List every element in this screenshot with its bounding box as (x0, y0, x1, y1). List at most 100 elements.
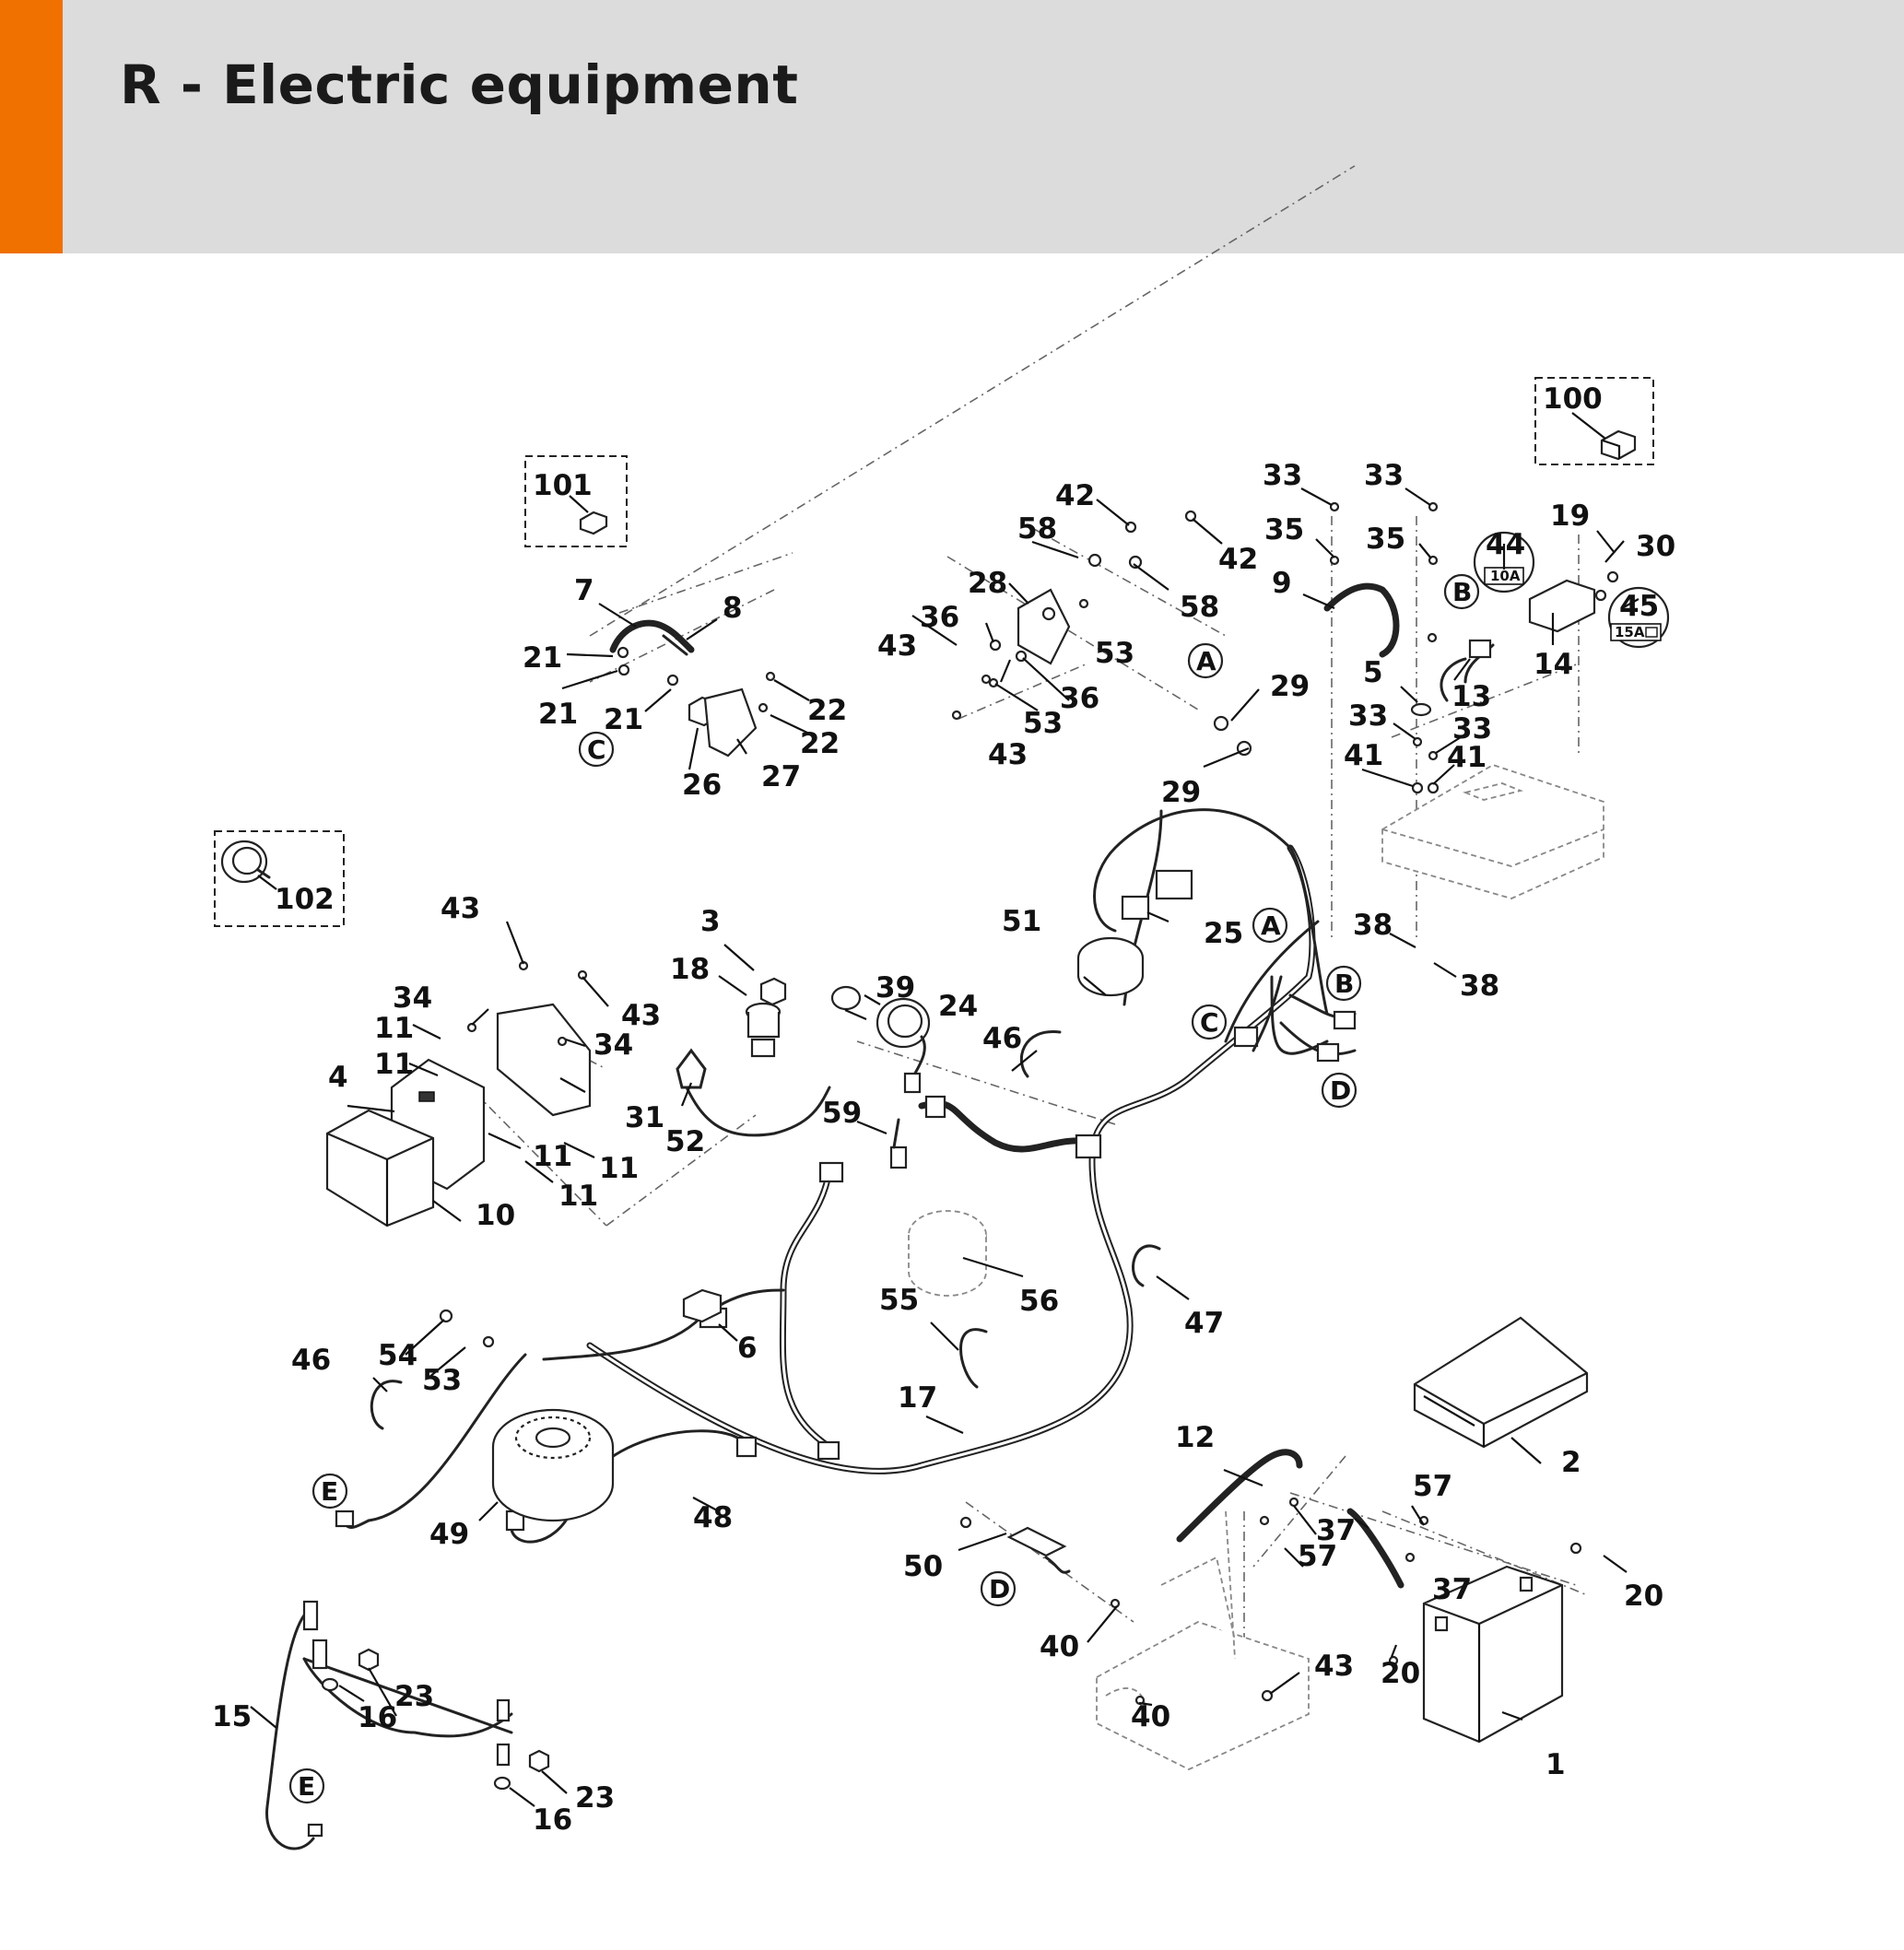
ref-a-harness: A (1261, 910, 1281, 941)
callout-50: 50 (903, 1550, 943, 1583)
part-52-seat-switch-harness (676, 1048, 831, 1137)
callout-26: 26 (682, 769, 722, 802)
callout-19: 19 (1550, 499, 1590, 533)
callout-49: 49 (429, 1518, 469, 1551)
callout-44: 44 (1486, 528, 1525, 561)
callout-1: 1 (1546, 1748, 1566, 1781)
callout-46-a: 46 (982, 1022, 1022, 1055)
part-46-circlip-upper (1019, 1030, 1062, 1078)
callout-36-b: 36 (1060, 682, 1099, 715)
callout-35-b: 35 (1366, 523, 1405, 556)
callout-33-d: 33 (1452, 712, 1492, 746)
callout-27: 27 (761, 760, 801, 793)
callout-33-b: 33 (1364, 459, 1404, 492)
callout-3: 3 (700, 905, 721, 938)
callout-43-a: 43 (441, 892, 480, 925)
part-50-40-bolt-connector (1006, 1526, 1071, 1574)
callout-16-a: 16 (358, 1701, 397, 1734)
fuse-45-rating: 15A (1615, 624, 1645, 640)
part-51-buzzer (1076, 936, 1145, 997)
callout-33-c: 33 (1348, 699, 1388, 733)
callout-2: 2 (1561, 1446, 1581, 1479)
callout-21-a: 21 (523, 641, 562, 675)
part-46-circlip-lower (370, 1380, 403, 1430)
callout-36-a: 36 (920, 601, 959, 634)
harness-connectors (699, 869, 1357, 1461)
callout-43-c: 43 (877, 629, 917, 663)
callout-41-b: 41 (1447, 741, 1487, 774)
callout-34-a: 34 (393, 981, 432, 1015)
callout-100: 100 (1543, 382, 1603, 416)
part-31-mounting-plate (496, 1003, 592, 1117)
header-accent-bar (0, 0, 63, 253)
callout-53-a: 53 (1095, 637, 1134, 670)
page-title: R - Electric equipment (120, 53, 799, 116)
callout-102: 102 (275, 883, 335, 916)
ref-c-upper: C (587, 734, 606, 765)
callout-25: 25 (1204, 917, 1243, 950)
callout-7: 7 (574, 574, 594, 607)
option-box-102 (214, 830, 345, 927)
callout-23-b: 23 (575, 1781, 615, 1815)
callout-6: 6 (737, 1332, 758, 1365)
part-28-seat-bracket (1017, 588, 1071, 665)
callout-23-a: 23 (394, 1680, 434, 1713)
callout-34-b: 34 (594, 1028, 633, 1062)
callout-53-c: 53 (422, 1364, 462, 1397)
callout-22-a: 22 (807, 694, 847, 727)
part-47-circlip (1132, 1244, 1161, 1287)
callout-17: 17 (898, 1381, 937, 1415)
callout-45: 45 (1619, 590, 1659, 623)
callout-56: 56 (1019, 1285, 1059, 1318)
part-18-ignition-switch (745, 1002, 782, 1058)
part-13-14-fuse-box (1440, 579, 1596, 702)
callout-10: 10 (476, 1199, 515, 1232)
callout-22-b: 22 (800, 727, 840, 760)
callout-11-c: 11 (533, 1140, 572, 1173)
part-2-battery-cover (1413, 1316, 1589, 1449)
ref-e-lower: E (298, 1771, 315, 1802)
callout-43-b: 43 (621, 999, 661, 1032)
callout-57-a: 57 (1413, 1470, 1452, 1503)
part-24-horn (876, 997, 931, 1094)
option-box-100 (1534, 377, 1654, 465)
callout-11-e: 11 (558, 1180, 598, 1213)
callout-29-a: 29 (1270, 670, 1310, 703)
battery-symbol-icon (1645, 627, 1658, 638)
callout-20-b: 20 (1381, 1657, 1420, 1690)
callout-numbers: 100 101 102 1 2 3 4 5 6 7 8 9 10 11 11 1… (212, 382, 1675, 1837)
ref-e-upper: E (321, 1476, 338, 1507)
callout-14: 14 (1534, 648, 1573, 681)
ref-b-harness: B (1334, 969, 1354, 999)
leader-lines (250, 412, 1640, 1807)
reference-letters: A A B B C C D D E E (298, 577, 1472, 1802)
option-box-101 (524, 455, 628, 547)
callout-38-b: 38 (1460, 969, 1499, 1003)
callout-31: 31 (625, 1101, 664, 1134)
callout-9: 9 (1272, 567, 1292, 600)
callout-24: 24 (938, 990, 978, 1023)
callout-41-a: 41 (1344, 739, 1383, 772)
callout-38-a: 38 (1353, 909, 1393, 942)
callout-12: 12 (1175, 1421, 1215, 1454)
callout-55: 55 (879, 1284, 919, 1317)
callout-47: 47 (1184, 1307, 1224, 1340)
callout-11-d: 11 (599, 1152, 639, 1185)
frame-bracket-ghost (1096, 1510, 1310, 1770)
part-12-positive-cable (1176, 1449, 1303, 1543)
callout-58-b: 58 (1180, 591, 1219, 624)
callout-18: 18 (670, 953, 710, 986)
callout-40-a: 40 (1040, 1630, 1079, 1663)
callout-13: 13 (1452, 680, 1491, 713)
callout-30: 30 (1636, 530, 1675, 563)
callout-42-a: 42 (1055, 479, 1095, 512)
callout-8: 8 (723, 592, 743, 625)
callout-58-a: 58 (1017, 512, 1057, 546)
callout-101: 101 (533, 469, 593, 502)
ref-c-harness: C (1200, 1007, 1219, 1038)
callout-21-b: 21 (538, 698, 578, 731)
part-9-cable-loop (1323, 582, 1400, 658)
right-harness-branches (1252, 846, 1329, 1052)
callout-35-a: 35 (1264, 513, 1304, 546)
